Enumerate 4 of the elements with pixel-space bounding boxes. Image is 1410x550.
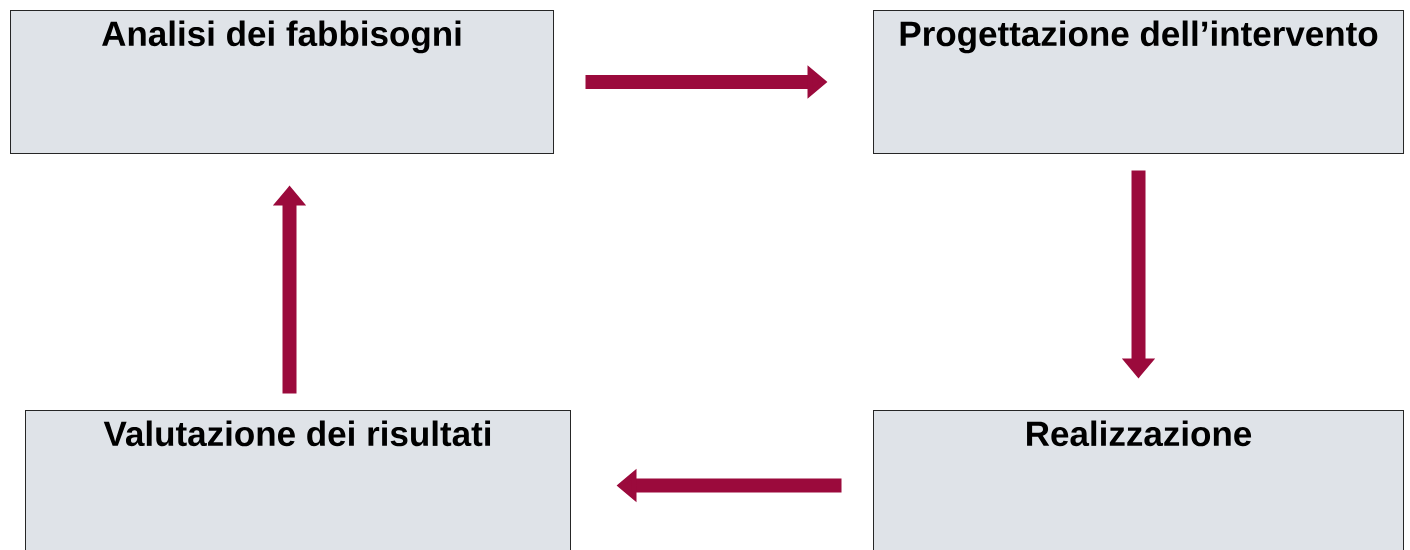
process-box: Analisi dei fabbisogni — [10, 10, 554, 154]
process-box: Valutazione dei risultati — [25, 410, 571, 550]
process-box: Progettazione dell’intervento — [873, 10, 1404, 154]
process-box: Realizzazione — [873, 410, 1404, 550]
